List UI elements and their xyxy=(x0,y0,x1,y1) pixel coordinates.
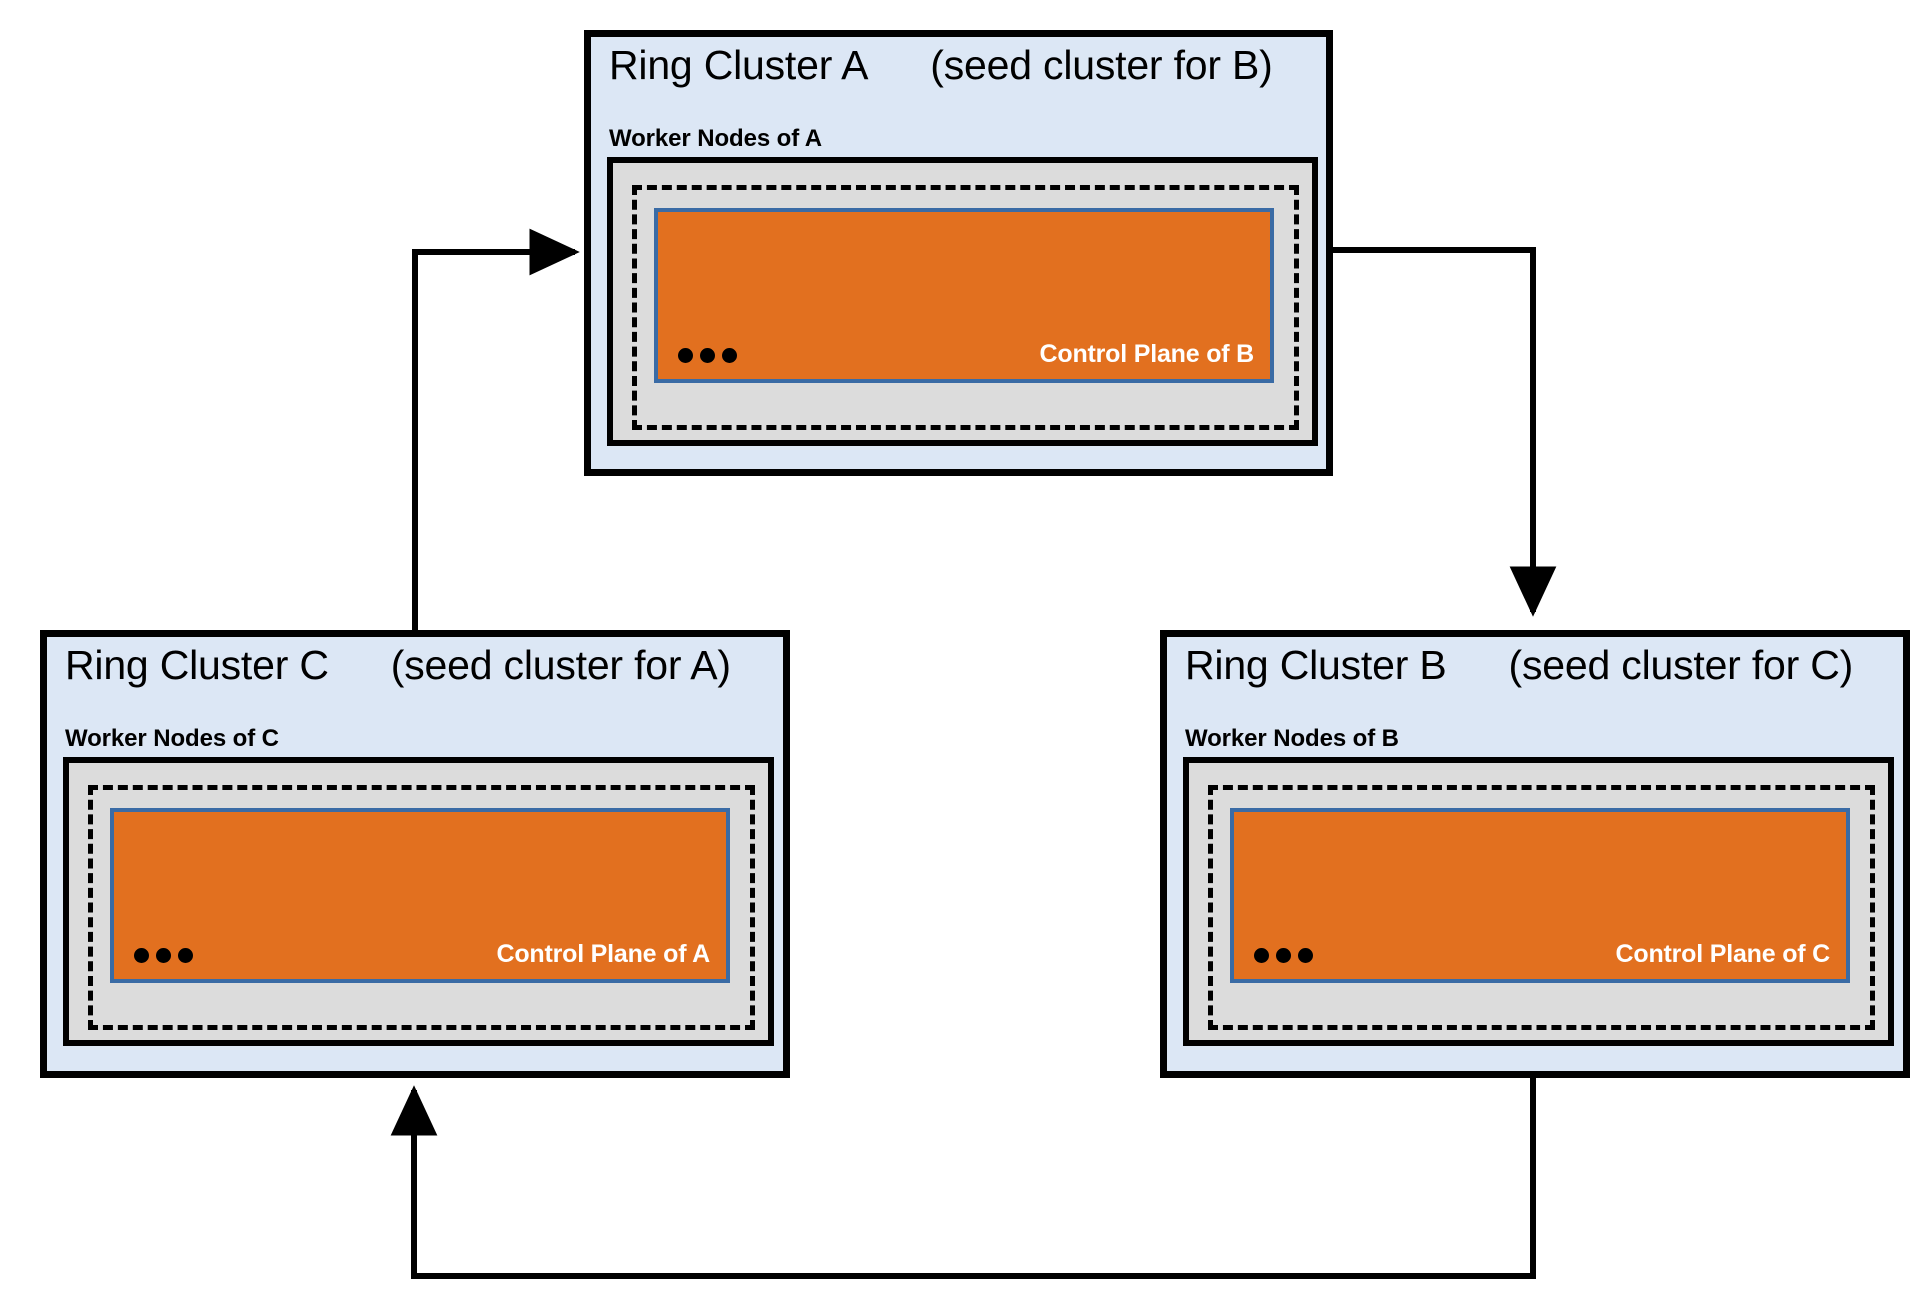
cluster-c-control-plane[interactable]: Control Plane of A xyxy=(110,808,730,983)
cluster-b-seed-note: (seed cluster for C) xyxy=(1508,642,1854,688)
cluster-a-seed-note: (seed cluster for B) xyxy=(930,42,1273,88)
cluster-a-worker-label: Worker Nodes of A xyxy=(609,125,822,152)
cluster-b-worker-nodes[interactable]: Control Plane of C xyxy=(1183,757,1894,1046)
cluster-c-title: Ring Cluster C (seed cluster for A) xyxy=(65,642,731,689)
cluster-b-control-plane-label: Control Plane of C xyxy=(1615,940,1831,968)
cluster-c-control-plane-label: Control Plane of A xyxy=(496,940,710,968)
arrow-b-to-c xyxy=(390,1078,1536,1279)
cluster-a-worker-nodes[interactable]: Control Plane of B xyxy=(607,157,1318,446)
cluster-a-node-dashed[interactable]: Control Plane of B xyxy=(632,185,1299,430)
cluster-b-worker-label: Worker Nodes of B xyxy=(1185,725,1399,752)
cluster-c-node-dashed[interactable]: Control Plane of A xyxy=(88,785,755,1030)
cluster-c-ellipsis-dots xyxy=(134,948,193,963)
cluster-b-name: Ring Cluster B xyxy=(1185,642,1447,688)
ring-cluster-b[interactable]: Ring Cluster B (seed cluster for C) Worke… xyxy=(1160,630,1910,1078)
cluster-a-title: Ring Cluster A (seed cluster for B) xyxy=(609,42,1273,89)
arrow-a-to-b xyxy=(1333,247,1557,617)
cluster-c-name: Ring Cluster C xyxy=(65,642,329,688)
cluster-c-worker-nodes[interactable]: Control Plane of A xyxy=(63,757,774,1046)
ring-cluster-a[interactable]: Ring Cluster A (seed cluster for B) Worke… xyxy=(584,30,1333,476)
cluster-a-ellipsis-dots xyxy=(678,348,737,363)
cluster-b-ellipsis-dots xyxy=(1254,948,1313,963)
cluster-a-control-plane[interactable]: Control Plane of B xyxy=(654,208,1274,383)
ring-cluster-c[interactable]: Ring Cluster C (seed cluster for A) Worke… xyxy=(40,630,790,1078)
cluster-c-seed-note: (seed cluster for A) xyxy=(390,642,731,688)
cluster-a-control-plane-label: Control Plane of B xyxy=(1039,340,1255,368)
cluster-b-node-dashed[interactable]: Control Plane of C xyxy=(1208,785,1875,1030)
cluster-b-control-plane[interactable]: Control Plane of C xyxy=(1230,808,1850,983)
cluster-a-name: Ring Cluster A xyxy=(609,42,869,88)
arrow-c-to-a xyxy=(412,228,580,630)
cluster-c-worker-label: Worker Nodes of C xyxy=(65,725,279,752)
cluster-b-title: Ring Cluster B (seed cluster for C) xyxy=(1185,642,1854,689)
